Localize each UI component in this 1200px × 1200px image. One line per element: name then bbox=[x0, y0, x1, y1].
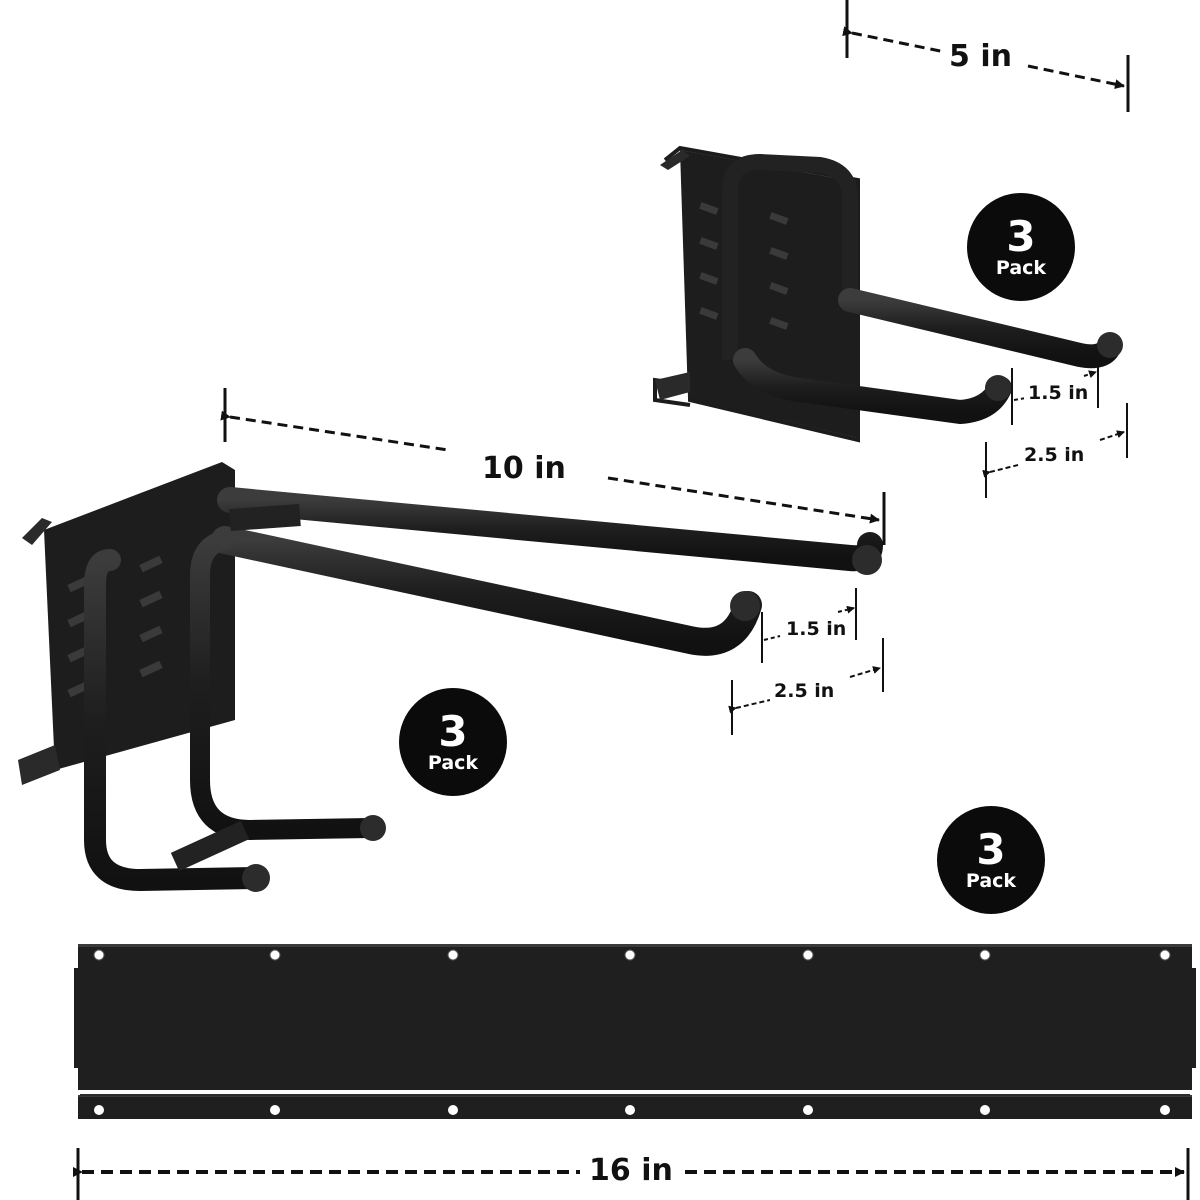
rail-lower-holes bbox=[94, 1105, 1170, 1115]
large-hook bbox=[18, 462, 883, 892]
rail-length-dimension bbox=[73, 1148, 1190, 1200]
wall-rail bbox=[74, 944, 1196, 1116]
small-hook-length-label: 5 in bbox=[945, 42, 1016, 72]
badge-text: Pack bbox=[965, 869, 1017, 892]
large-hook-length-label: 10 in bbox=[478, 454, 570, 484]
small-hook bbox=[653, 145, 1123, 443]
rail-pack-badge: 3 Pack bbox=[937, 806, 1045, 914]
large-hook-pack-badge: 3 Pack bbox=[399, 688, 507, 796]
badge-count: 3 bbox=[976, 824, 1006, 874]
large-hook-gap-dimension bbox=[761, 588, 857, 663]
large-hook-width-label: 2.5 in bbox=[770, 682, 839, 701]
badge-count: 3 bbox=[438, 706, 468, 756]
badge-text: Pack bbox=[995, 256, 1047, 279]
large-hook-length-dimension bbox=[220, 388, 886, 545]
small-hook-width-dimension bbox=[982, 403, 1128, 498]
small-hook-pack-badge: 3 Pack bbox=[967, 193, 1075, 301]
badge-text: Pack bbox=[427, 751, 479, 774]
rail-length-label: 16 in bbox=[585, 1156, 677, 1186]
small-hook-gap-label: 1.5 in bbox=[1024, 384, 1093, 403]
rail-lower-lip bbox=[78, 1097, 1192, 1119]
small-hook-length-dimension bbox=[842, 0, 1130, 112]
badge-count: 3 bbox=[1006, 211, 1036, 261]
small-hook-width-label: 2.5 in bbox=[1020, 446, 1089, 465]
large-hook-gap-label: 1.5 in bbox=[782, 620, 851, 639]
large-hook-width-dimension bbox=[728, 638, 884, 735]
